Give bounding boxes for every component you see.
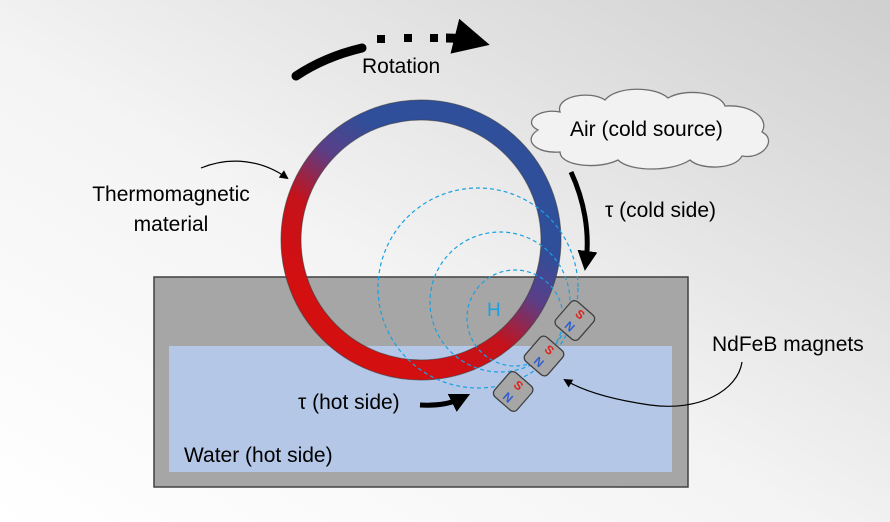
rotation-arc-segment <box>291 43 367 81</box>
magnet-body <box>523 335 565 377</box>
magnets-label: NdFeB magnets <box>712 333 864 356</box>
ring-inner-edge <box>300 119 542 361</box>
magnet-body <box>554 300 596 342</box>
magnet-assembly: N S N S N S <box>492 300 596 412</box>
material-pointer-arrow <box>200 160 289 180</box>
magnet-block: N S <box>492 370 534 412</box>
water-label: Water (hot side) <box>184 444 333 467</box>
rotation-arrow <box>445 18 490 54</box>
rotation-dot <box>430 34 438 42</box>
material-label-line2: material <box>134 213 209 236</box>
air-label: Air (cold source) <box>570 118 723 141</box>
ring-outer-edge <box>280 99 562 381</box>
rotation-dots <box>377 34 438 43</box>
cold-torque-arrow <box>568 170 598 271</box>
field-line-middle <box>429 231 571 373</box>
cold-torque-label: τ (cold side) <box>605 199 716 222</box>
rotation-dot <box>404 34 412 42</box>
field-line-outer <box>377 187 579 389</box>
hot-torque-arrow <box>419 393 471 412</box>
cloud-shape <box>530 88 770 170</box>
rotation-dot <box>377 35 385 43</box>
magnets-pointer-arrow <box>563 361 743 407</box>
field-label: H <box>487 300 501 321</box>
magnet-block: N S <box>554 300 596 342</box>
rotation-label: Rotation <box>362 55 440 78</box>
magnet-block: N S <box>523 335 565 377</box>
magnet-body <box>492 370 534 412</box>
material-label-line1: Thermomagnetic <box>92 183 250 206</box>
hot-torque-label: τ (hot side) <box>298 391 400 414</box>
